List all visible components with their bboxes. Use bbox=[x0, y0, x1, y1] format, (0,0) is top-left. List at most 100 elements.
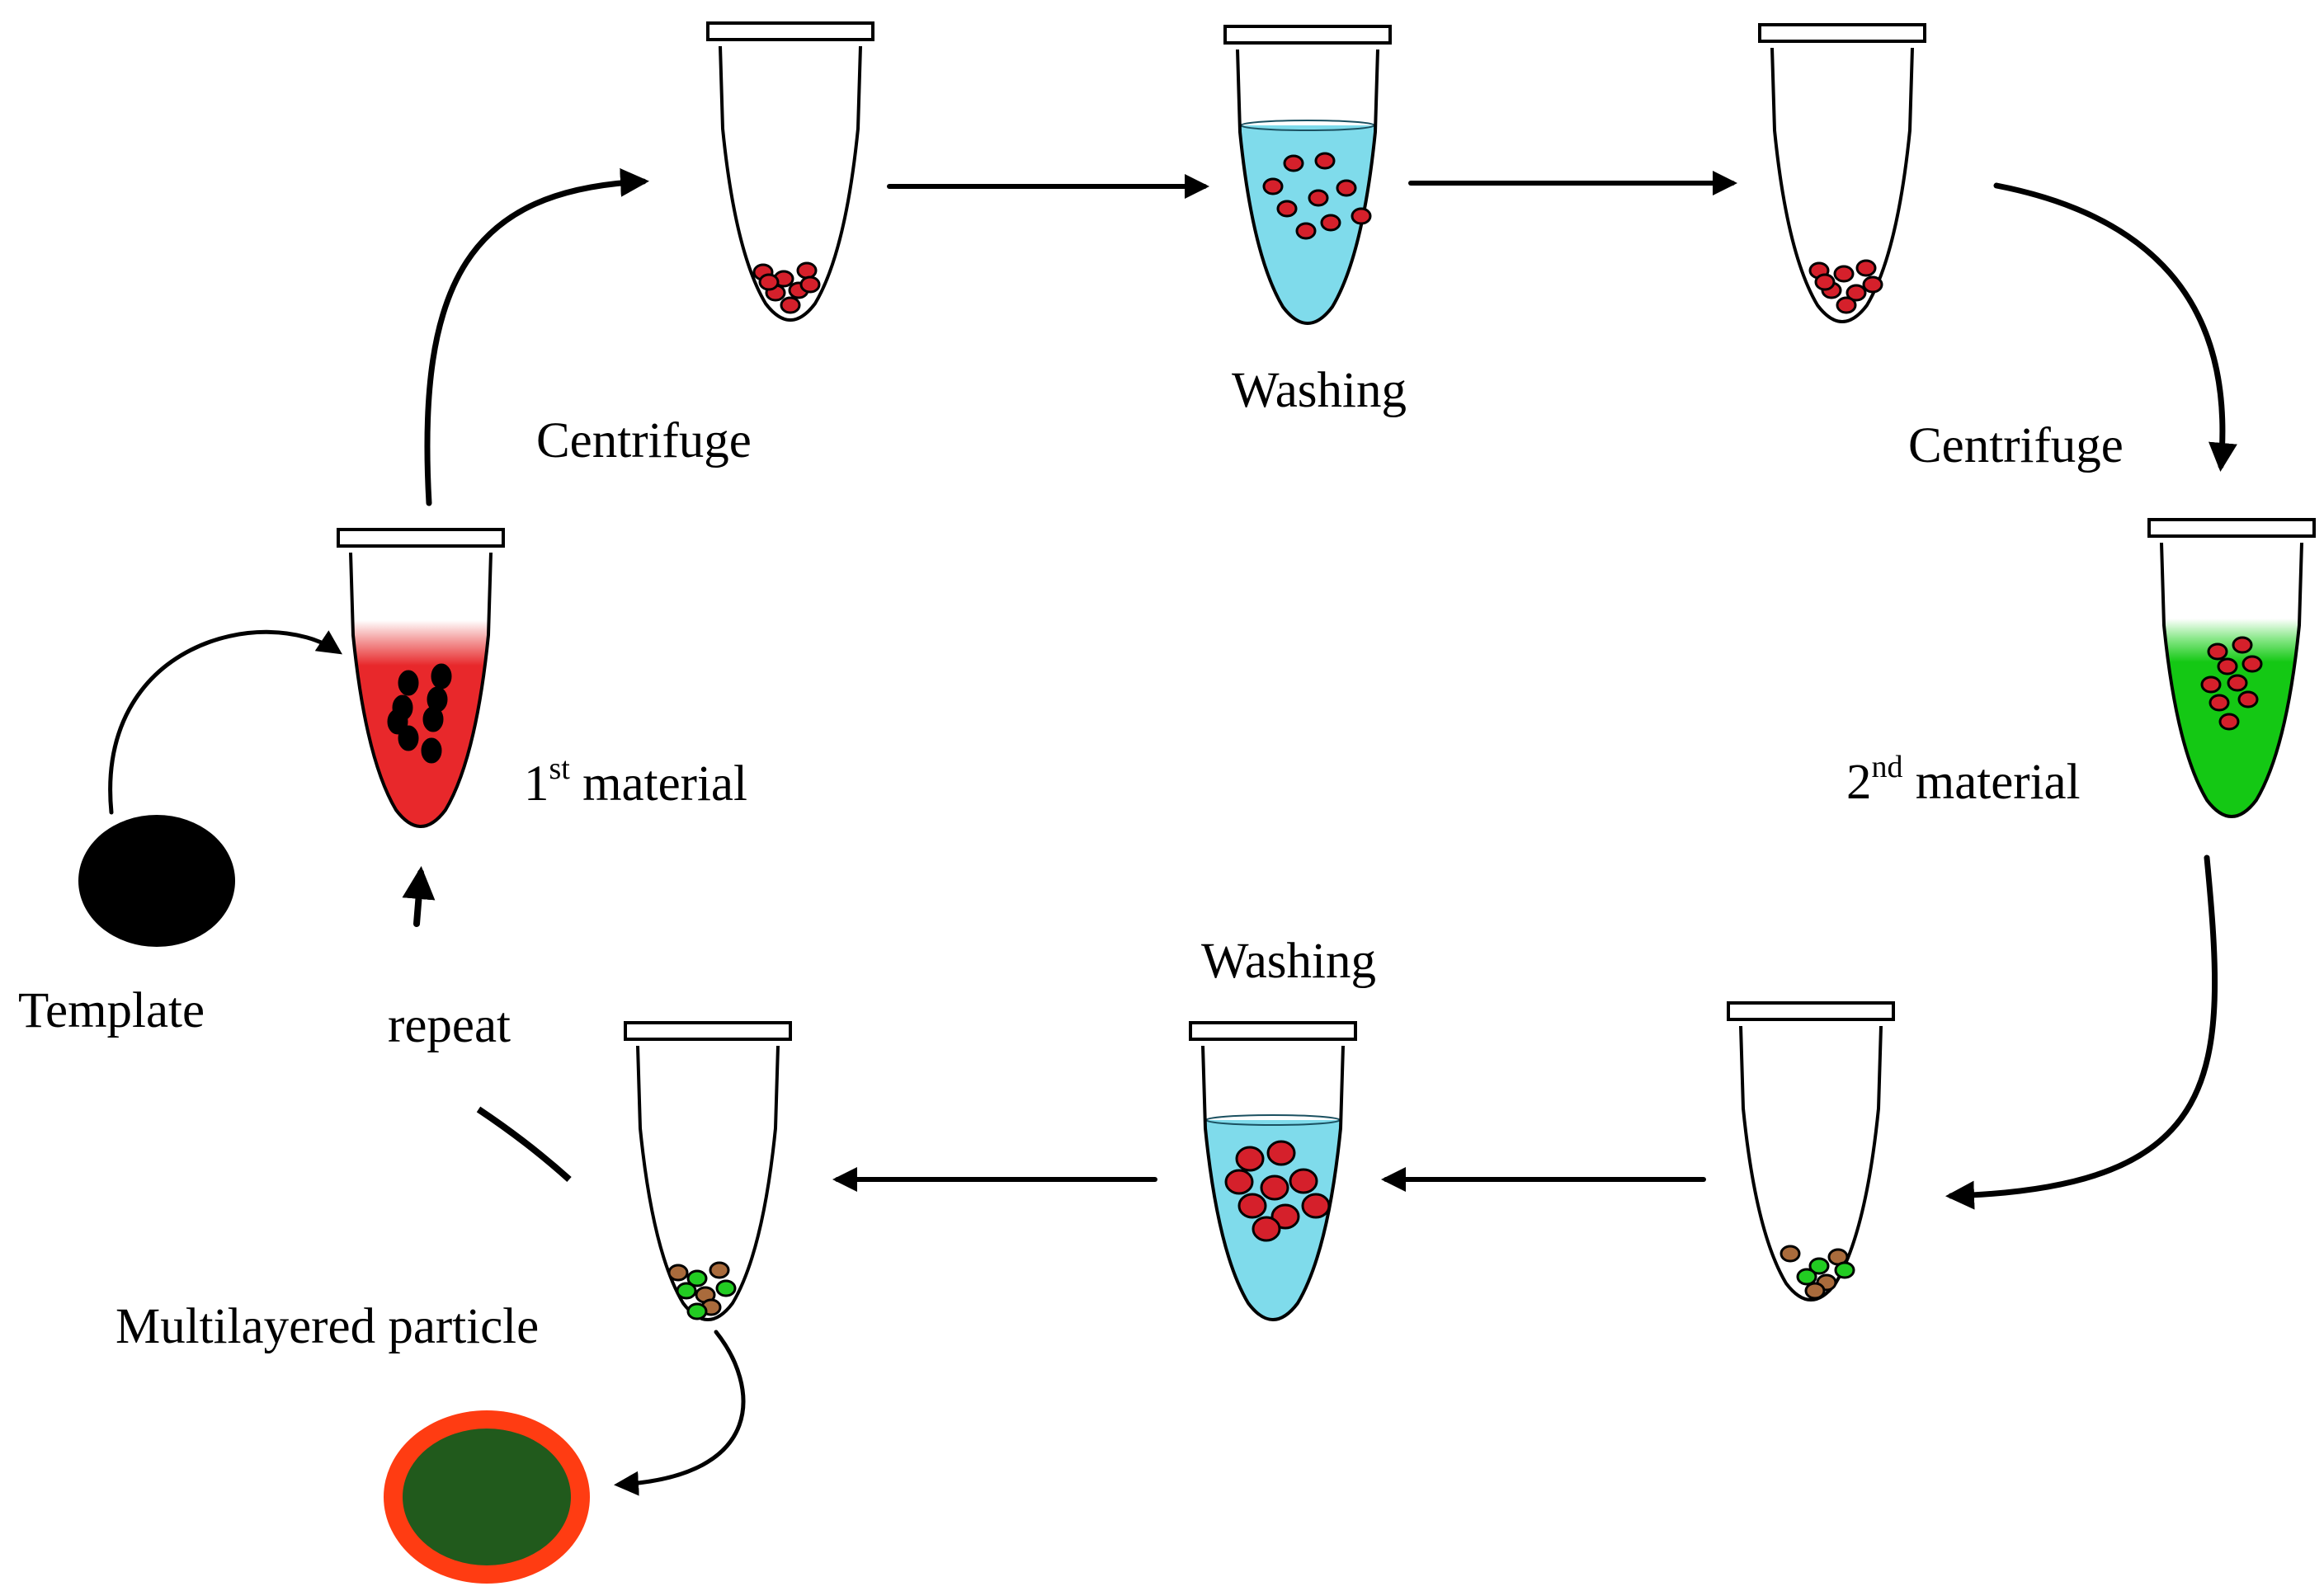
centrifuge-label-1: Centrifuge bbox=[536, 416, 752, 466]
red-particle bbox=[2232, 636, 2253, 654]
tube-washing-2-body bbox=[1201, 1045, 1345, 1321]
mixed-particle bbox=[1796, 1268, 1817, 1286]
mixed-particle bbox=[709, 1261, 730, 1279]
washing-label-1: Washing bbox=[1232, 365, 1407, 416]
tube-washing-1-cap bbox=[1223, 25, 1392, 45]
first-material-label: 1st material bbox=[524, 753, 747, 812]
red-particle bbox=[1314, 152, 1336, 170]
second-material-ordinal: nd bbox=[1871, 750, 1903, 784]
tube-centrifuge-2 bbox=[1758, 23, 1926, 323]
red-particle bbox=[799, 275, 821, 294]
pellet-to-multilayer-arrow bbox=[614, 1330, 746, 1496]
template-to-first-material-arrow bbox=[108, 629, 342, 815]
red-particle bbox=[1276, 200, 1298, 218]
red-particle bbox=[2209, 694, 2230, 712]
template-label: Template bbox=[18, 986, 205, 1036]
red-particle bbox=[1283, 154, 1304, 172]
tube-pellet-mixed-1-cap bbox=[1727, 1001, 1895, 1021]
centrifuge-label-1-text: Centrifuge bbox=[536, 413, 752, 468]
coated-particle bbox=[1224, 1169, 1254, 1195]
tube-first-material-body bbox=[349, 552, 493, 828]
tube-centrifuge-1 bbox=[706, 21, 874, 322]
red-particle bbox=[2200, 675, 2222, 694]
centrifuge-label-2: Centrifuge bbox=[1908, 421, 2124, 471]
template-particle bbox=[421, 737, 442, 764]
first-material-to-centrifuge-arrow bbox=[424, 167, 649, 506]
coated-particle bbox=[1235, 1146, 1265, 1172]
red-particle bbox=[1336, 179, 1357, 197]
second-material-to-pellet-arrow bbox=[1945, 854, 2218, 1210]
tube-pellet-mixed-1-body bbox=[1739, 1025, 1883, 1302]
template-particle bbox=[422, 706, 444, 732]
tube-washing-2 bbox=[1189, 1021, 1357, 1321]
red-particle bbox=[758, 273, 780, 291]
red-particle bbox=[1833, 265, 1855, 283]
washing-label-2-text: Washing bbox=[1201, 934, 1376, 989]
mixed-particle bbox=[1808, 1257, 1830, 1275]
coated-particle bbox=[1266, 1140, 1296, 1166]
second-material-label: 2nd material bbox=[1846, 751, 2081, 810]
first-material-number: 1 bbox=[524, 756, 549, 812]
centrifuge-to-second-material-arrow bbox=[1993, 182, 2237, 472]
red-particle bbox=[1308, 189, 1329, 207]
mixed-particle bbox=[686, 1302, 708, 1320]
repeat-arrow bbox=[402, 866, 436, 927]
tube-second-material-body bbox=[2160, 542, 2303, 818]
first-material-ordinal: st bbox=[549, 751, 570, 786]
tube-pellet-mixed-1 bbox=[1727, 1001, 1895, 1302]
template-particle bbox=[387, 708, 408, 735]
second-material-number: 2 bbox=[1846, 755, 1872, 810]
red-particle bbox=[1295, 222, 1317, 240]
coated-particle bbox=[1252, 1216, 1281, 1242]
tube-pellet-mixed-2-cap bbox=[624, 1021, 792, 1041]
red-particle bbox=[1351, 207, 1372, 225]
washing-label-2: Washing bbox=[1201, 936, 1376, 986]
mixed-particle bbox=[667, 1264, 689, 1282]
template-particle bbox=[398, 725, 419, 751]
mixed-particle bbox=[1834, 1261, 1855, 1279]
tube-pellet-mixed-2-body bbox=[636, 1045, 780, 1321]
repeat-loop-segment bbox=[476, 1106, 572, 1182]
repeat-label-text: repeat bbox=[388, 998, 511, 1053]
red-particle bbox=[1262, 177, 1284, 195]
tube-centrifuge-1-body bbox=[719, 45, 862, 322]
coated-particle bbox=[1301, 1193, 1331, 1219]
mixed-particle bbox=[1804, 1282, 1826, 1300]
red-particle bbox=[1320, 214, 1341, 232]
washing-label-1-text: Washing bbox=[1232, 363, 1407, 418]
multilayer-core bbox=[403, 1429, 571, 1565]
red-particle bbox=[1836, 296, 1857, 314]
red-particle bbox=[1855, 259, 1877, 277]
template-label-text: Template bbox=[18, 983, 205, 1038]
tube-centrifuge-2-body bbox=[1770, 47, 1914, 323]
multilayered-particle-label-text: Multilayered particle bbox=[115, 1299, 540, 1354]
red-particle bbox=[780, 296, 801, 314]
template-particle bbox=[398, 670, 419, 696]
template-particle-large bbox=[78, 815, 235, 947]
coated-particle bbox=[1260, 1174, 1289, 1201]
red-particle bbox=[2218, 713, 2240, 731]
repeat-label: repeat bbox=[388, 1000, 511, 1051]
red-particle bbox=[2217, 657, 2238, 675]
tube-first-material-liquid bbox=[353, 620, 488, 826]
multilayered-particle-label: Multilayered particle bbox=[115, 1302, 539, 1352]
template-particle bbox=[431, 663, 452, 690]
red-particle bbox=[1862, 275, 1883, 294]
tube-centrifuge-1-cap bbox=[706, 21, 874, 41]
tube-second-material-cap bbox=[2147, 518, 2316, 538]
mixed-particle bbox=[1780, 1245, 1801, 1263]
mixed-particle bbox=[715, 1279, 737, 1297]
red-particle bbox=[2207, 643, 2228, 661]
tube-centrifuge-2-cap bbox=[1758, 23, 1926, 43]
red-particle bbox=[2237, 690, 2259, 708]
mixed-particle bbox=[676, 1282, 697, 1300]
tube-first-material bbox=[337, 528, 505, 828]
tube-first-material-cap bbox=[337, 528, 505, 548]
coated-particle bbox=[1289, 1168, 1318, 1194]
first-material-word: material bbox=[582, 756, 747, 812]
second-material-word: material bbox=[1915, 755, 2081, 810]
tube-washing-1 bbox=[1223, 25, 1392, 325]
tube-pellet-mixed-2 bbox=[624, 1021, 792, 1321]
tube-washing-2-cap bbox=[1189, 1021, 1357, 1041]
